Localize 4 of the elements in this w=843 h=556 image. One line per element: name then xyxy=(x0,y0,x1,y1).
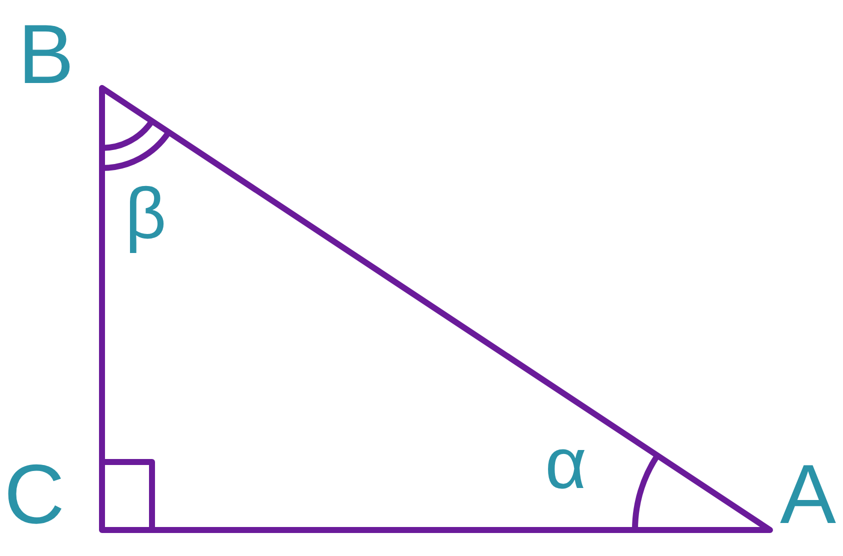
vertex-label: B xyxy=(18,12,74,96)
vertex-label: A xyxy=(780,452,836,536)
vertex-label: C xyxy=(4,452,65,536)
angle-label: α xyxy=(545,428,587,500)
